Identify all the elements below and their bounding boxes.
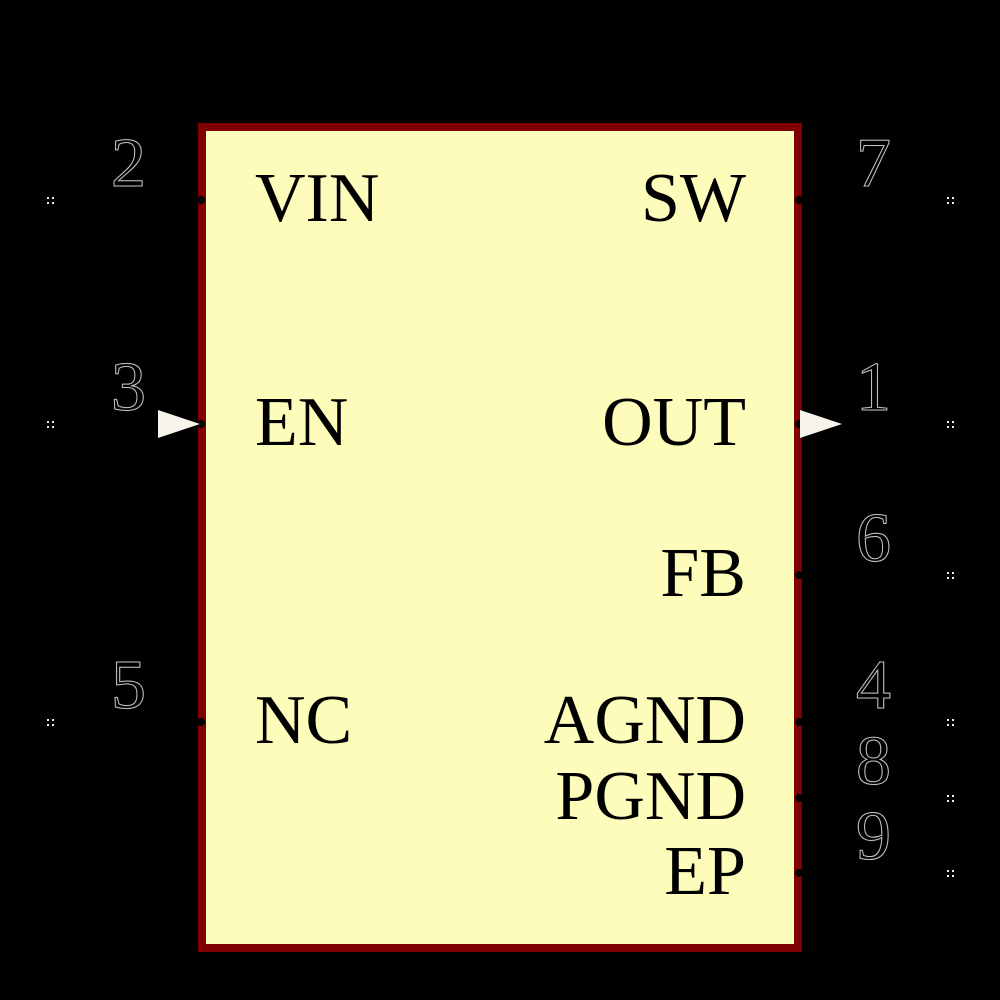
pin-connection-dot <box>795 794 803 802</box>
pin-terminal-icon[interactable] <box>946 869 949 872</box>
pin-terminal-icon[interactable] <box>46 718 49 721</box>
pin-terminal-icon[interactable] <box>946 718 949 721</box>
pin-number-3: 3 <box>111 349 147 426</box>
ic-symbol-body[interactable] <box>198 123 802 952</box>
pin-terminal-icon[interactable] <box>946 196 949 199</box>
pin-connection-dot <box>197 420 205 428</box>
pin-wire-en[interactable] <box>50 423 198 425</box>
pin-wire-out[interactable] <box>802 423 950 425</box>
pin-connection-dot <box>197 196 205 204</box>
pin-connection-dot <box>795 420 803 428</box>
pin-wire-pgnd[interactable] <box>802 797 950 799</box>
pin-name-en: EN <box>255 384 349 461</box>
pin-number-1: 1 <box>856 349 892 426</box>
pin-connection-dot <box>795 196 803 204</box>
pin-wire-fb[interactable] <box>802 574 950 576</box>
pin-number-7: 7 <box>856 125 892 202</box>
pin-name-vin: VIN <box>255 160 380 237</box>
pin-connection-dot <box>197 718 205 726</box>
pin-terminal-icon[interactable] <box>46 196 49 199</box>
pin-terminal-icon[interactable] <box>46 420 49 423</box>
pin-name-fb: FB <box>660 535 746 612</box>
pin-name-agnd: AGND <box>543 682 746 759</box>
pin-wire-ep[interactable] <box>802 872 950 874</box>
pin-wire-agnd[interactable] <box>802 721 950 723</box>
output-direction-arrow-icon <box>800 410 842 438</box>
pin-connection-dot <box>795 571 803 579</box>
input-direction-arrow-icon <box>158 410 200 438</box>
pin-connection-dot <box>795 718 803 726</box>
pin-number-8: 8 <box>856 723 892 800</box>
pin-number-5: 5 <box>111 647 147 724</box>
pin-name-ep: EP <box>664 833 746 910</box>
pin-terminal-icon[interactable] <box>946 794 949 797</box>
pin-name-out: OUT <box>602 384 746 461</box>
pin-connection-dot <box>795 869 803 877</box>
pin-terminal-icon[interactable] <box>946 420 949 423</box>
pin-wire-sw[interactable] <box>802 199 950 201</box>
pin-name-nc: NC <box>255 682 353 759</box>
pin-number-9: 9 <box>856 798 892 875</box>
pin-wire-vin[interactable] <box>50 199 198 201</box>
pin-number-4: 4 <box>856 647 892 724</box>
pin-number-6: 6 <box>856 500 892 577</box>
pin-terminal-icon[interactable] <box>946 571 949 574</box>
pin-wire-nc[interactable] <box>50 721 198 723</box>
pin-number-2: 2 <box>111 125 147 202</box>
pin-name-pgnd: PGND <box>555 758 746 835</box>
pin-name-sw: SW <box>641 160 746 237</box>
